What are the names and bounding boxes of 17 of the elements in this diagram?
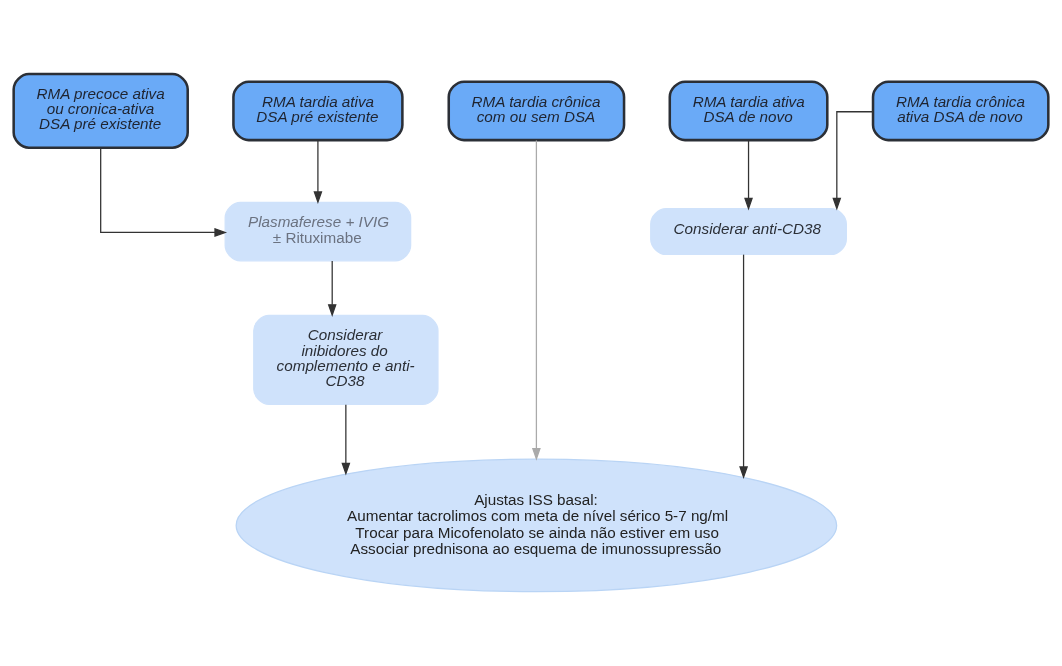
arrow xyxy=(313,140,323,205)
node-box: Considerar anti-CD38 xyxy=(650,208,847,256)
arrow xyxy=(531,139,541,461)
node-box: RMA tardia ativa DSA de novo xyxy=(668,80,829,142)
node-ellipse: Ajustas ISS basal: Aumentar tacrolimos com meta de nível sérico 5-7 ng/ml Trocar para Micofenolato se ainda não estiver em uso Associar prednisona ao esquema de imunossupressão xyxy=(235,458,838,593)
node-box: Considerar inibidores do complemento e anti-CD38 xyxy=(253,314,439,405)
node-box: Plasmaferese + IVIG ± Rituximabe xyxy=(224,201,412,262)
node-box: RMA precoce ativa ou cronica-ativa DSA pré existente xyxy=(12,72,189,150)
node-box: RMA tardia crônica com ou sem DSA xyxy=(447,80,626,142)
arrow xyxy=(744,140,753,211)
node-box: RMA tardia crônica ativa DSA de novo xyxy=(871,80,1050,142)
arrow xyxy=(100,147,228,237)
node-box: RMA tardia ativa DSA pré existente xyxy=(232,80,404,142)
arrow xyxy=(341,404,351,476)
arrow xyxy=(832,111,874,211)
arrow xyxy=(739,254,749,480)
arrow xyxy=(327,260,337,317)
